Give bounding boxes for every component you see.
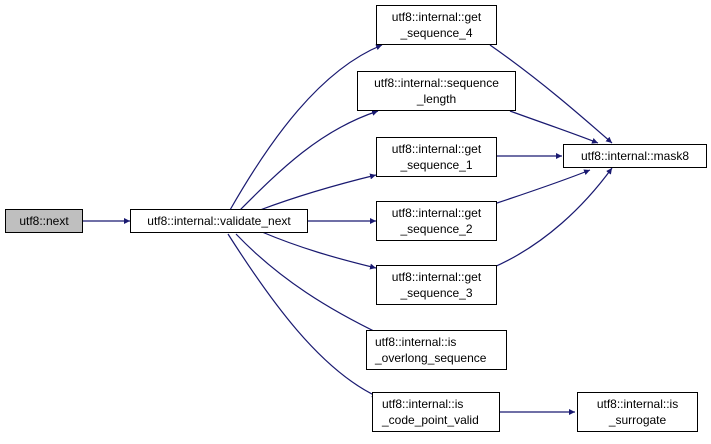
node-label: utf8::internal::validate_next bbox=[147, 214, 291, 228]
edge-validate_next-is_overlong_sequence bbox=[235, 233, 383, 336]
node-label-line-2: _overlong_sequence bbox=[375, 351, 487, 365]
node-label-line-1: utf8::internal::get bbox=[391, 270, 482, 284]
node-label-line-1: utf8::internal::get bbox=[391, 142, 482, 156]
node-label-line-2: _length bbox=[416, 92, 457, 106]
node-label-line-2: _sequence_2 bbox=[400, 222, 473, 236]
edge-get_sequence_4-mask8 bbox=[489, 44, 613, 144]
node-label-line-1: utf8::internal::is bbox=[375, 335, 457, 349]
node-label: utf8::internal::mask8 bbox=[580, 149, 690, 163]
node-label-line-1: utf8::internal::sequence bbox=[374, 76, 499, 90]
node-label-line-1: utf8::internal::get bbox=[391, 10, 482, 24]
edge-validate_next-sequence_length bbox=[239, 110, 379, 211]
node-label-line-1: utf8::internal::is bbox=[596, 397, 679, 411]
node-is-overlong-sequence[interactable]: utf8::internal::is _overlong_sequence bbox=[366, 330, 507, 370]
node-label-line-1: utf8::internal::is bbox=[382, 397, 464, 411]
node-label-line-1: utf8::internal::get bbox=[391, 206, 482, 220]
node-is-surrogate[interactable]: utf8::internal::is _surrogate bbox=[577, 392, 698, 432]
node-label-line-2: _code_point_valid bbox=[382, 413, 479, 427]
edge-get_sequence_2-mask8 bbox=[496, 169, 591, 204]
edge-validate_next-is_code_point_valid bbox=[227, 233, 379, 398]
node-mask8[interactable]: utf8::internal::mask8 bbox=[563, 144, 707, 168]
edge-validate_next-get_sequence_3 bbox=[261, 231, 377, 270]
edge-validate_next-get_sequence_4 bbox=[229, 44, 383, 211]
node-label: utf8::next bbox=[19, 214, 69, 228]
node-sequence-length[interactable]: utf8::internal::sequence _length bbox=[357, 71, 516, 111]
node-label-line-2: _sequence_1 bbox=[400, 158, 473, 172]
edge-validate_next-get_sequence_1 bbox=[259, 173, 377, 211]
node-is-code-point-valid[interactable]: utf8::internal::is _code_point_valid bbox=[372, 392, 500, 432]
node-label-line-2: _sequence_3 bbox=[400, 286, 473, 300]
edge-sequence_length-mask8 bbox=[509, 110, 599, 144]
edge-get_sequence_3-mask8 bbox=[491, 167, 613, 269]
node-get-sequence-4[interactable]: utf8::internal::get _sequence_4 bbox=[376, 5, 497, 45]
node-get-sequence-2[interactable]: utf8::internal::get _sequence_2 bbox=[376, 201, 497, 241]
node-next[interactable]: utf8::next bbox=[5, 209, 83, 233]
node-get-sequence-1[interactable]: utf8::internal::get _sequence_1 bbox=[376, 137, 497, 177]
node-get-sequence-3[interactable]: utf8::internal::get _sequence_3 bbox=[376, 265, 497, 305]
node-label-line-2: _sequence_4 bbox=[400, 26, 473, 40]
node-validate-next[interactable]: utf8::internal::validate_next bbox=[130, 209, 308, 233]
node-label-line-2: _surrogate bbox=[608, 413, 667, 427]
